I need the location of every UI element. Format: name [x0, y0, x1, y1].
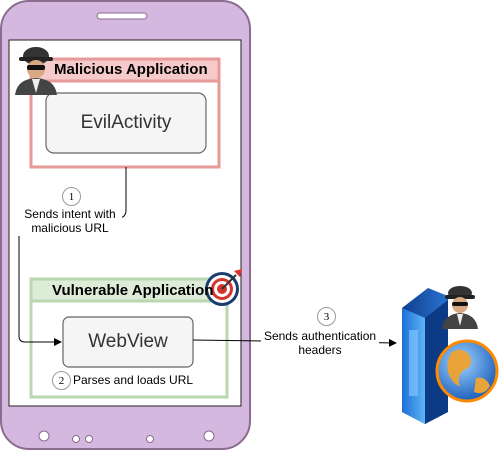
evil-activity-box	[45, 92, 207, 154]
step-3-label: Sends authentication headers	[261, 329, 379, 358]
bullseye-target-icon	[205, 269, 242, 306]
step-2-label: Parses and loads URL	[73, 373, 194, 387]
phone-nav-buttons	[38, 430, 215, 443]
evil-activity-label: EvilActivity	[80, 112, 172, 134]
hacker-spy-icon	[15, 47, 57, 95]
step-1-label: Sends intent with malicious URL	[18, 207, 122, 236]
web-server-globe-icon	[402, 286, 499, 424]
phone-speaker	[96, 12, 148, 20]
vulnerable-app-title: Vulnerable Application	[52, 282, 214, 299]
malicious-app-title: Malicious Application	[54, 61, 208, 78]
step-1-badge: 1	[62, 187, 81, 206]
malicious-app-container	[29, 57, 221, 169]
webview-label: WebView	[88, 331, 168, 353]
webview-box	[62, 316, 194, 368]
step-2-badge: 2	[52, 371, 71, 390]
step-3-badge: 3	[317, 307, 336, 326]
